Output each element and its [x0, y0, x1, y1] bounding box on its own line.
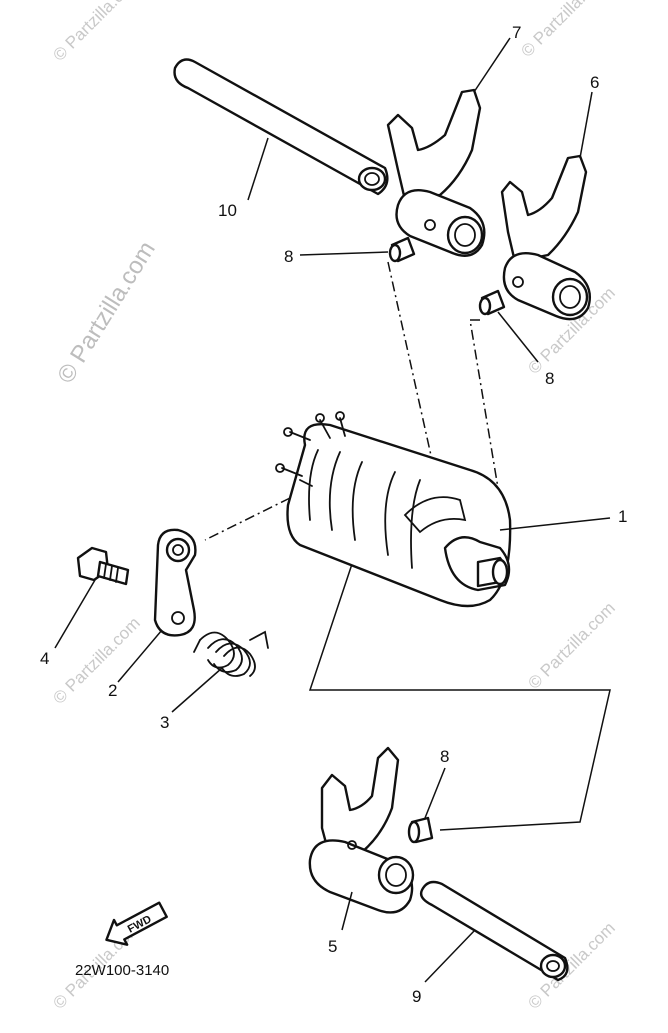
callout-8-right: 8: [545, 369, 554, 388]
leader-lines: [54, 37, 611, 983]
shift-cam-drum: [275, 411, 512, 608]
callout-10: 10: [218, 201, 237, 220]
align-line-fork7: [387, 261, 433, 461]
align-line-fork5: [469, 319, 501, 501]
watermark-tl: © Partzilla.com: [49, 0, 143, 65]
watermark-r2: © Partzilla.com: [524, 598, 618, 692]
align-line-fork6: [308, 554, 611, 831]
shift-fork-6: [308, 746, 415, 914]
callout-2: 2: [108, 681, 117, 700]
callout-7: 7: [512, 23, 521, 42]
callouts: 7 6 10 8 8 1 4 2 3 8 5 9: [40, 23, 627, 1006]
callout-8-top: 8: [284, 247, 293, 266]
shift-fork-7: [386, 88, 486, 257]
guide-bar-upper: [173, 58, 389, 196]
callout-3: 3: [160, 713, 169, 732]
watermark-main: © Partzilla.com: [52, 237, 161, 388]
drawing-code: 22W100-3140: [75, 962, 169, 979]
callout-8-bottom: 8: [440, 747, 449, 766]
callout-5: 6: [590, 73, 599, 92]
guide-bar-lower: [419, 880, 569, 982]
shift-fork-5: [500, 154, 592, 321]
cam-follower-pin-a: [388, 236, 416, 263]
stopper-lever: [153, 528, 197, 637]
alignment-lines: [204, 261, 611, 831]
callout-1: 1: [618, 507, 627, 526]
torsion-spring: [193, 630, 269, 677]
callout-9: 9: [412, 987, 421, 1006]
callout-6: 5: [328, 937, 337, 956]
callout-4: 4: [40, 649, 49, 668]
watermark-ml: © Partzilla.com: [49, 613, 143, 707]
bolt: [76, 546, 130, 586]
cam-follower-pin-c: [407, 816, 434, 844]
align-line-stopper: [204, 497, 291, 541]
watermark-tr: © Partzilla.com: [517, 0, 611, 61]
cam-follower-pin-b: [478, 289, 506, 316]
